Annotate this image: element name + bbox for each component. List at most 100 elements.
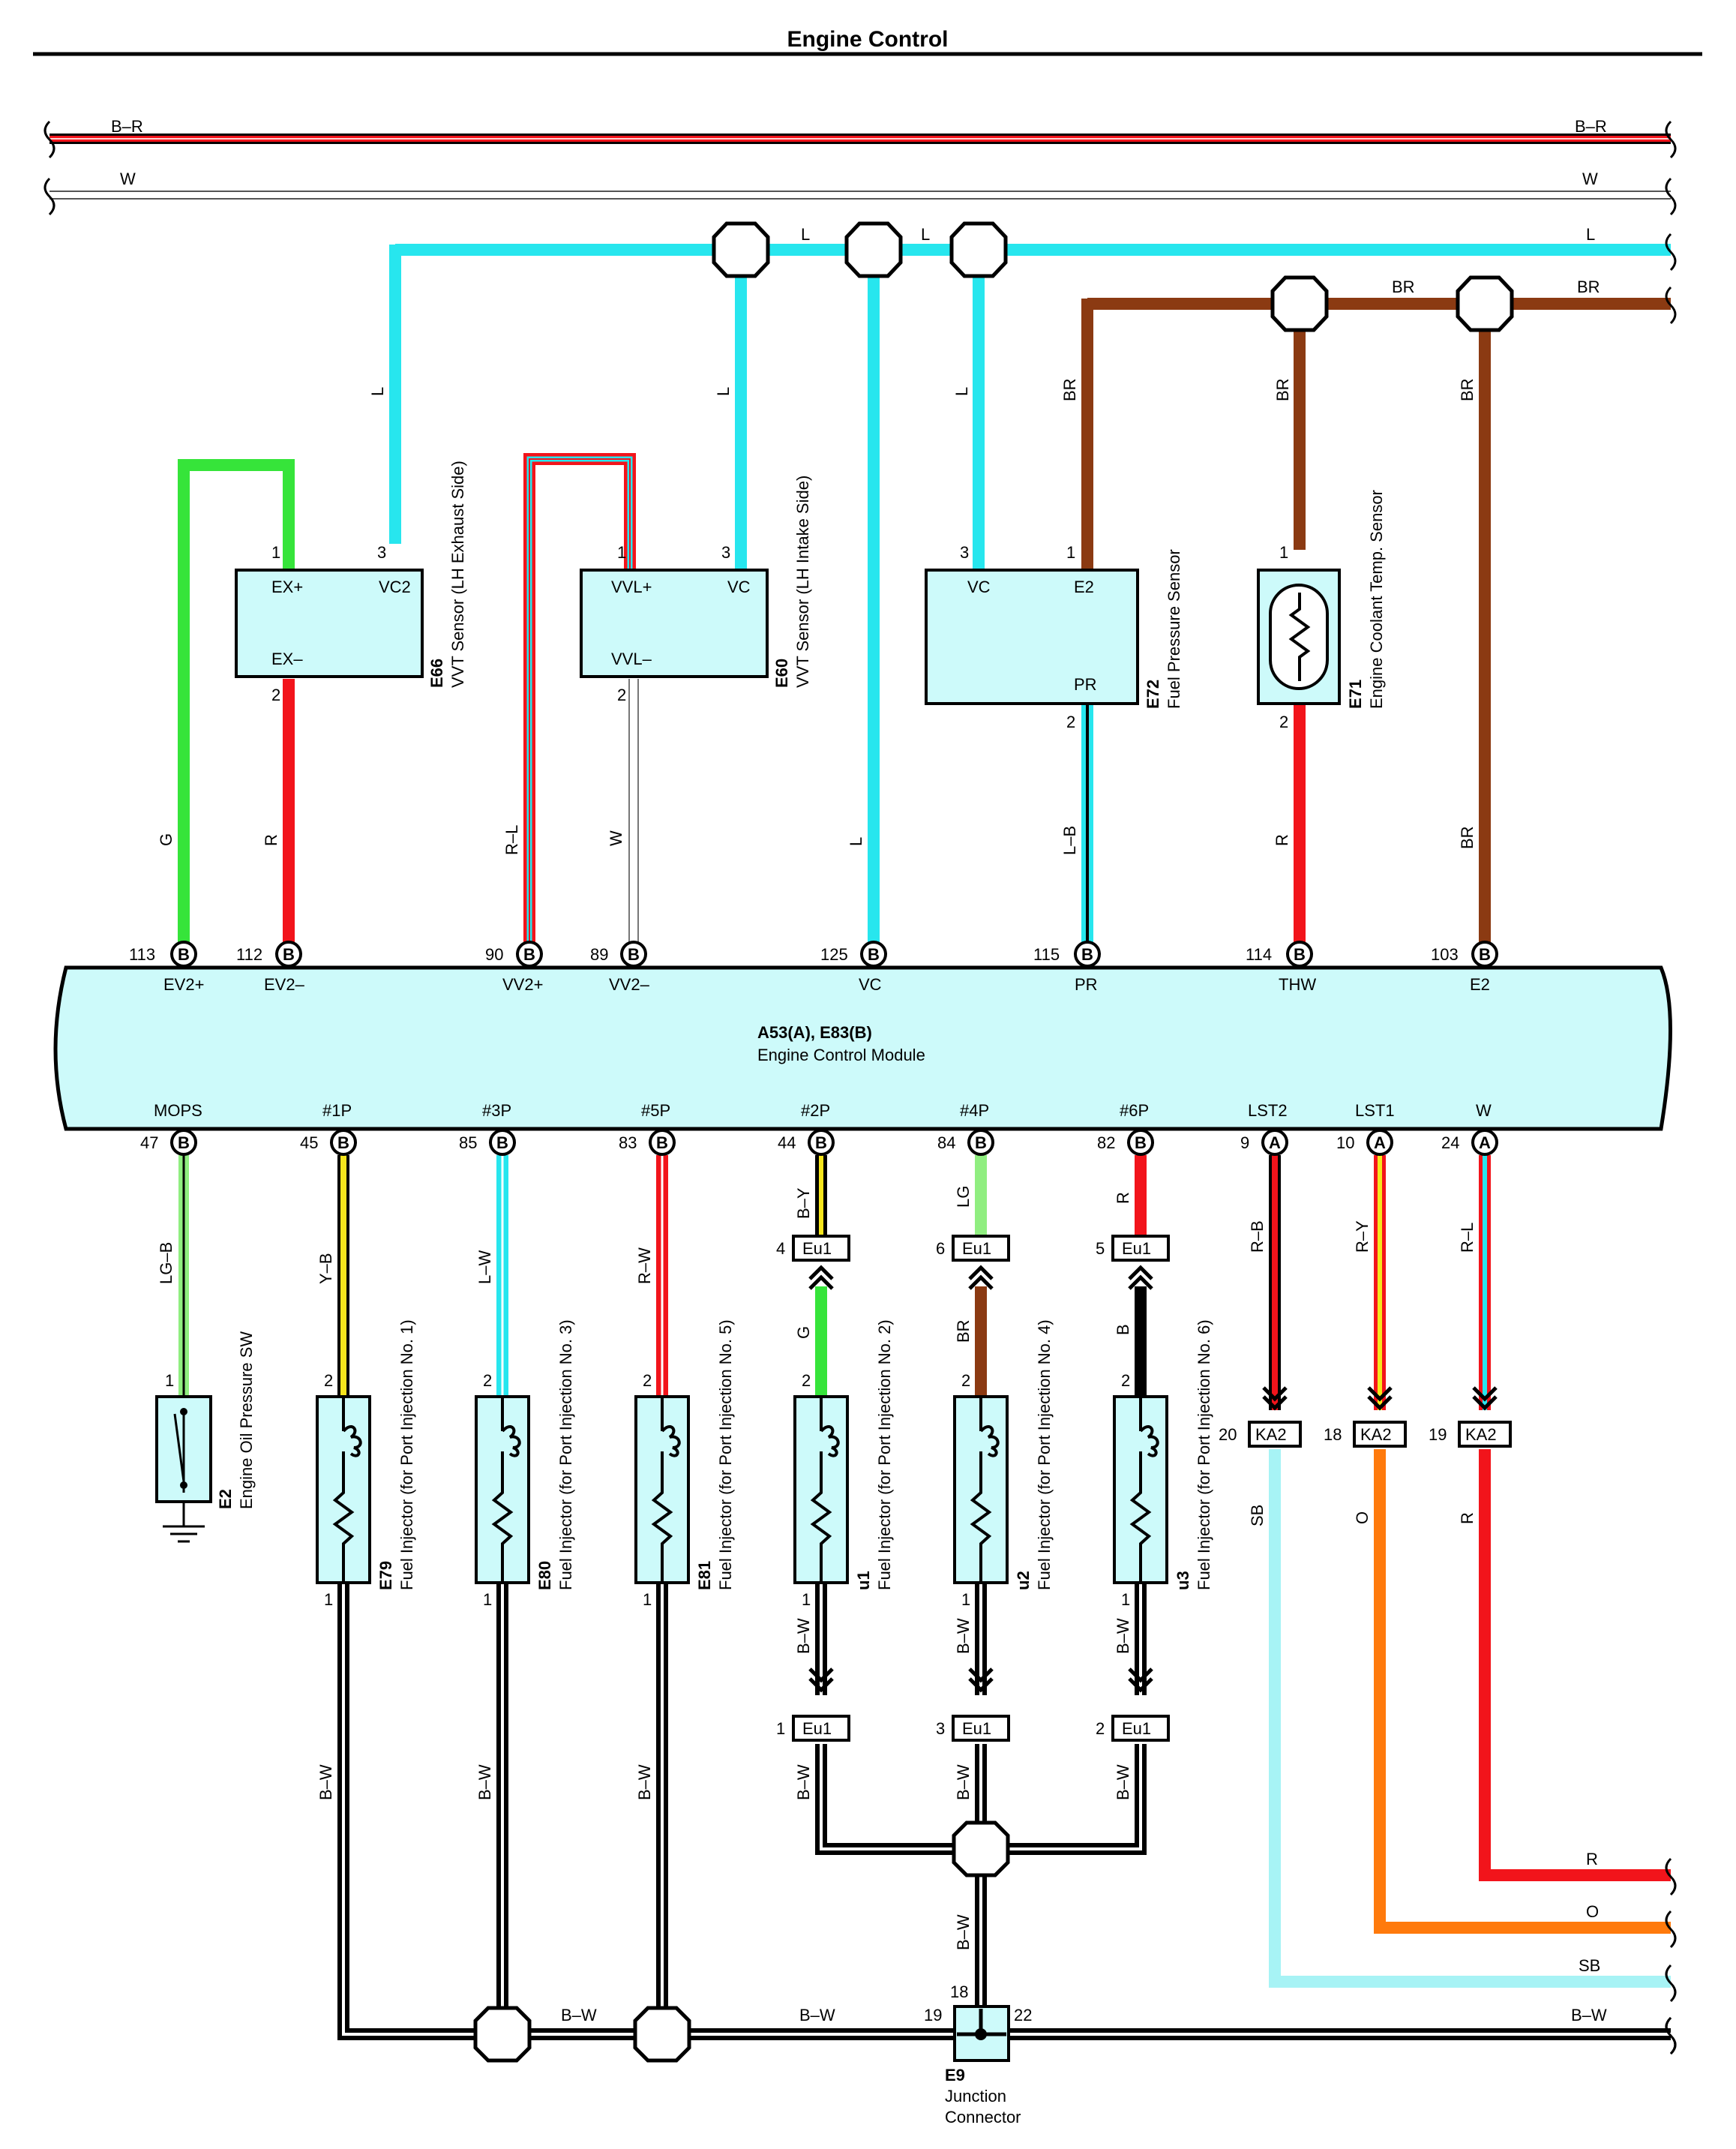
- svg-text:R: R: [1273, 834, 1291, 846]
- br-bus: [43, 120, 1677, 159]
- svg-text:1: 1: [961, 1590, 970, 1609]
- svg-text:B–W: B–W: [1114, 1764, 1132, 1800]
- svg-text:1: 1: [271, 543, 280, 562]
- svg-text:B–W: B–W: [1114, 1618, 1132, 1654]
- svg-text:L–W: L–W: [475, 1250, 494, 1284]
- svg-text:E2: E2: [1074, 578, 1094, 596]
- wire-g-ex: [178, 459, 295, 949]
- ecm-bottom-wire-labels: LG–B Y–B L–W R–W B–Y LG R R–B R–Y R–L G …: [157, 1186, 1477, 1526]
- svg-text:B–W: B–W: [635, 1764, 654, 1800]
- svg-text:Eu1: Eu1: [962, 1719, 991, 1738]
- svg-text:20: 20: [1219, 1425, 1237, 1444]
- e9-junction-connector: 18 19 22 E9 Junction Connector: [924, 1982, 1032, 2126]
- svg-text:Eu1: Eu1: [802, 1719, 832, 1738]
- ground-bw-wires: [337, 1583, 1677, 2055]
- svg-text:Fuel Injector (for Port Inject: Fuel Injector (for Port Injection No. 3): [556, 1319, 575, 1590]
- wire-rl-vvl: [523, 453, 636, 949]
- svg-text:R: R: [1458, 1512, 1477, 1524]
- svg-text:KA2: KA2: [1465, 1425, 1497, 1444]
- svg-text:L: L: [368, 387, 387, 396]
- svg-text:#4P: #4P: [960, 1101, 989, 1120]
- svg-text:45: 45: [300, 1133, 318, 1152]
- svg-text:G: G: [794, 1326, 813, 1339]
- svg-text:2: 2: [271, 686, 280, 704]
- svg-text:Engine Oil Pressure SW: Engine Oil Pressure SW: [237, 1331, 256, 1509]
- svg-text:R: R: [262, 834, 280, 846]
- page-title: Engine Control: [787, 27, 949, 52]
- svg-text:B: B: [1081, 945, 1093, 964]
- svg-text:3: 3: [960, 543, 969, 562]
- e72-name: Fuel Pressure Sensor: [1165, 549, 1183, 709]
- svg-text:2: 2: [483, 1371, 492, 1390]
- svg-text:W: W: [607, 830, 625, 846]
- svg-text:#3P: #3P: [482, 1101, 511, 1120]
- svg-text:B–W: B–W: [316, 1764, 335, 1800]
- svg-text:LG–B: LG–B: [157, 1242, 175, 1284]
- svg-text:L–B: L–B: [1060, 826, 1079, 855]
- svg-text:R–W: R–W: [635, 1247, 654, 1284]
- ecm-name: Engine Control Module: [757, 1046, 925, 1064]
- svg-text:89: 89: [590, 945, 608, 964]
- wire-r-out: [1479, 1449, 1671, 1881]
- wire-sb-label: SB: [1579, 1956, 1600, 1975]
- svg-text:E2: E2: [1470, 975, 1490, 994]
- svg-text:Eu1: Eu1: [962, 1239, 991, 1258]
- svg-text:B: B: [1114, 1324, 1132, 1335]
- ecm: A53(A), E83(B) Engine Control Module: [53, 965, 1672, 1131]
- svg-text:3: 3: [377, 543, 386, 562]
- wire-sb: [1269, 1449, 1671, 1988]
- br-sensor-bus: [1081, 286, 1677, 949]
- svg-text:2: 2: [643, 1371, 652, 1390]
- svg-text:B–W: B–W: [794, 1764, 813, 1800]
- svg-text:B: B: [815, 1133, 827, 1152]
- svg-text:B: B: [496, 1133, 508, 1152]
- svg-text:R–Y: R–Y: [1353, 1220, 1372, 1253]
- svg-text:Fuel Injector (for Port Inject: Fuel Injector (for Port Injection No. 4): [1035, 1319, 1054, 1590]
- svg-text:BR: BR: [1458, 826, 1477, 849]
- svg-text:B: B: [656, 1133, 668, 1152]
- svg-text:B–W: B–W: [954, 1764, 973, 1800]
- br-bus-label-mid: BR: [1392, 278, 1415, 296]
- svg-text:E79: E79: [376, 1561, 395, 1590]
- svg-text:u1: u1: [854, 1571, 873, 1590]
- svg-text:B: B: [628, 945, 640, 964]
- svg-text:1: 1: [802, 1590, 811, 1609]
- svg-text:Fuel Injector (for Port Inject: Fuel Injector (for Port Injection No. 6): [1195, 1319, 1213, 1590]
- svg-text:B–W: B–W: [954, 1618, 973, 1654]
- svg-text:E80: E80: [535, 1561, 554, 1590]
- svg-text:BR: BR: [1458, 378, 1477, 401]
- svg-text:#2P: #2P: [801, 1101, 830, 1120]
- svg-text:B: B: [975, 1133, 987, 1152]
- svg-text:1: 1: [776, 1719, 785, 1738]
- svg-text:5: 5: [1096, 1239, 1105, 1258]
- svg-text:2: 2: [324, 1371, 333, 1390]
- svg-text:VVL+: VVL+: [611, 578, 652, 596]
- svg-text:1: 1: [1279, 543, 1288, 562]
- svg-text:VC: VC: [727, 578, 751, 596]
- injector-u3: 2 1 u3 Fuel Injector (for Port Injection…: [1113, 1319, 1213, 1609]
- svg-text:19: 19: [924, 2006, 942, 2024]
- svg-text:113: 113: [129, 945, 155, 964]
- wire-r-out-label: R: [1586, 1850, 1598, 1868]
- svg-text:9: 9: [1240, 1133, 1249, 1152]
- svg-text:2: 2: [1096, 1719, 1105, 1738]
- svg-text:#5P: #5P: [641, 1101, 670, 1120]
- svg-text:SB: SB: [1248, 1505, 1267, 1526]
- svg-text:E2: E2: [216, 1489, 235, 1509]
- l-bus-label-2: L: [921, 225, 930, 244]
- e66-id: E66: [427, 659, 446, 688]
- svg-text:B–W: B–W: [794, 1618, 813, 1654]
- ecm-top-pins: B B B B B B B B 113 112 90 89 125 115 11…: [129, 941, 1498, 994]
- svg-text:1: 1: [1121, 1590, 1130, 1609]
- svg-text:B–W: B–W: [561, 2006, 597, 2024]
- svg-text:Junction: Junction: [945, 2087, 1006, 2105]
- svg-text:Fuel Injector (for Port Inject: Fuel Injector (for Port Injection No. 2): [875, 1319, 894, 1590]
- svg-text:PR: PR: [1075, 975, 1098, 994]
- ecm-top-wire-labels: G R R–L W L L–B R BR: [157, 825, 1477, 855]
- svg-text:u3: u3: [1174, 1571, 1192, 1590]
- svg-text:E9: E9: [945, 2066, 965, 2084]
- svg-text:R–B: R–B: [1248, 1220, 1267, 1253]
- svg-text:Y–B: Y–B: [316, 1253, 335, 1284]
- e71-sensor: 1 2 E71 Engine Coolant Temp. Sensor: [1257, 490, 1386, 731]
